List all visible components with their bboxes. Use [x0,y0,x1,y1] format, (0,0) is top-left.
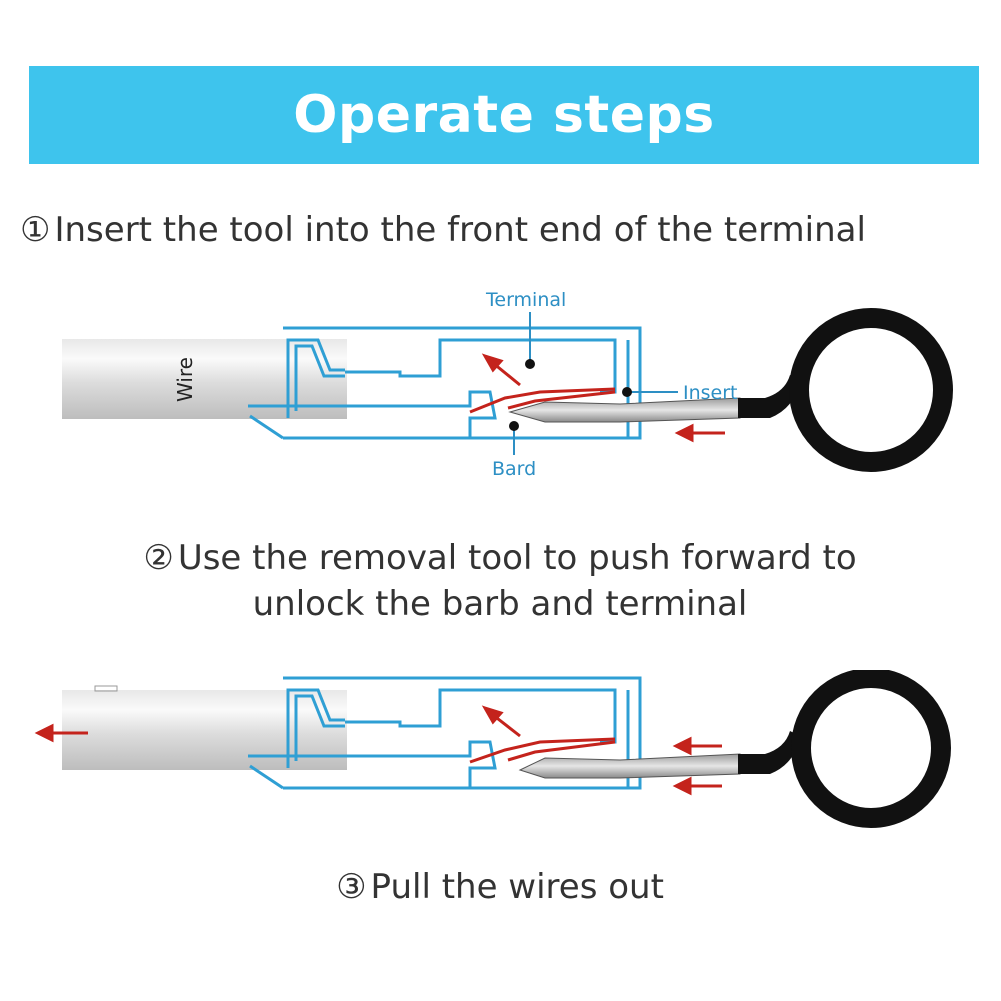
unlock-arrow-icon [481,705,521,738]
wire-label: Wire [173,357,197,402]
barb-pointer-dot [509,421,519,431]
page-title: Operate steps [293,85,715,145]
step-3-number: ③ [336,867,367,907]
insert-label: Insert [683,382,738,404]
removal-tool-icon [738,670,951,828]
step-2-number: ② [143,538,174,578]
push-arrow-icon [674,423,725,443]
terminal-label: Terminal [485,289,566,311]
removal-tool-icon [738,308,953,472]
step-1-number: ① [20,210,51,250]
barb-spring [469,737,616,764]
step-3-text: Pull the wires out [370,867,664,907]
push-arrow-icon [672,736,722,756]
step-2-text-line1: Use the removal tool to push forward to [177,538,857,578]
insert-tool-diagram: Wire Terminal Insert Bard [62,289,953,480]
pull-arrow-icon [34,723,88,743]
insert-pointer-dot [622,387,632,397]
header-banner: Operate steps [29,66,979,164]
barb-label: Bard [492,458,536,480]
step-2-text-line2: unlock the barb and terminal [252,584,748,624]
push-arrow-icon [672,776,722,796]
terminal-pointer-dot [525,359,535,369]
step-1-text: Insert the tool into the front end of th… [54,210,866,250]
unlock-arrow-icon [481,353,521,387]
terminal-outline [248,326,642,440]
pull-wire-diagram [34,670,951,828]
barb-spring [469,387,616,414]
wire [62,690,347,770]
terminal-outline [248,676,642,790]
tool-pin [518,753,741,779]
